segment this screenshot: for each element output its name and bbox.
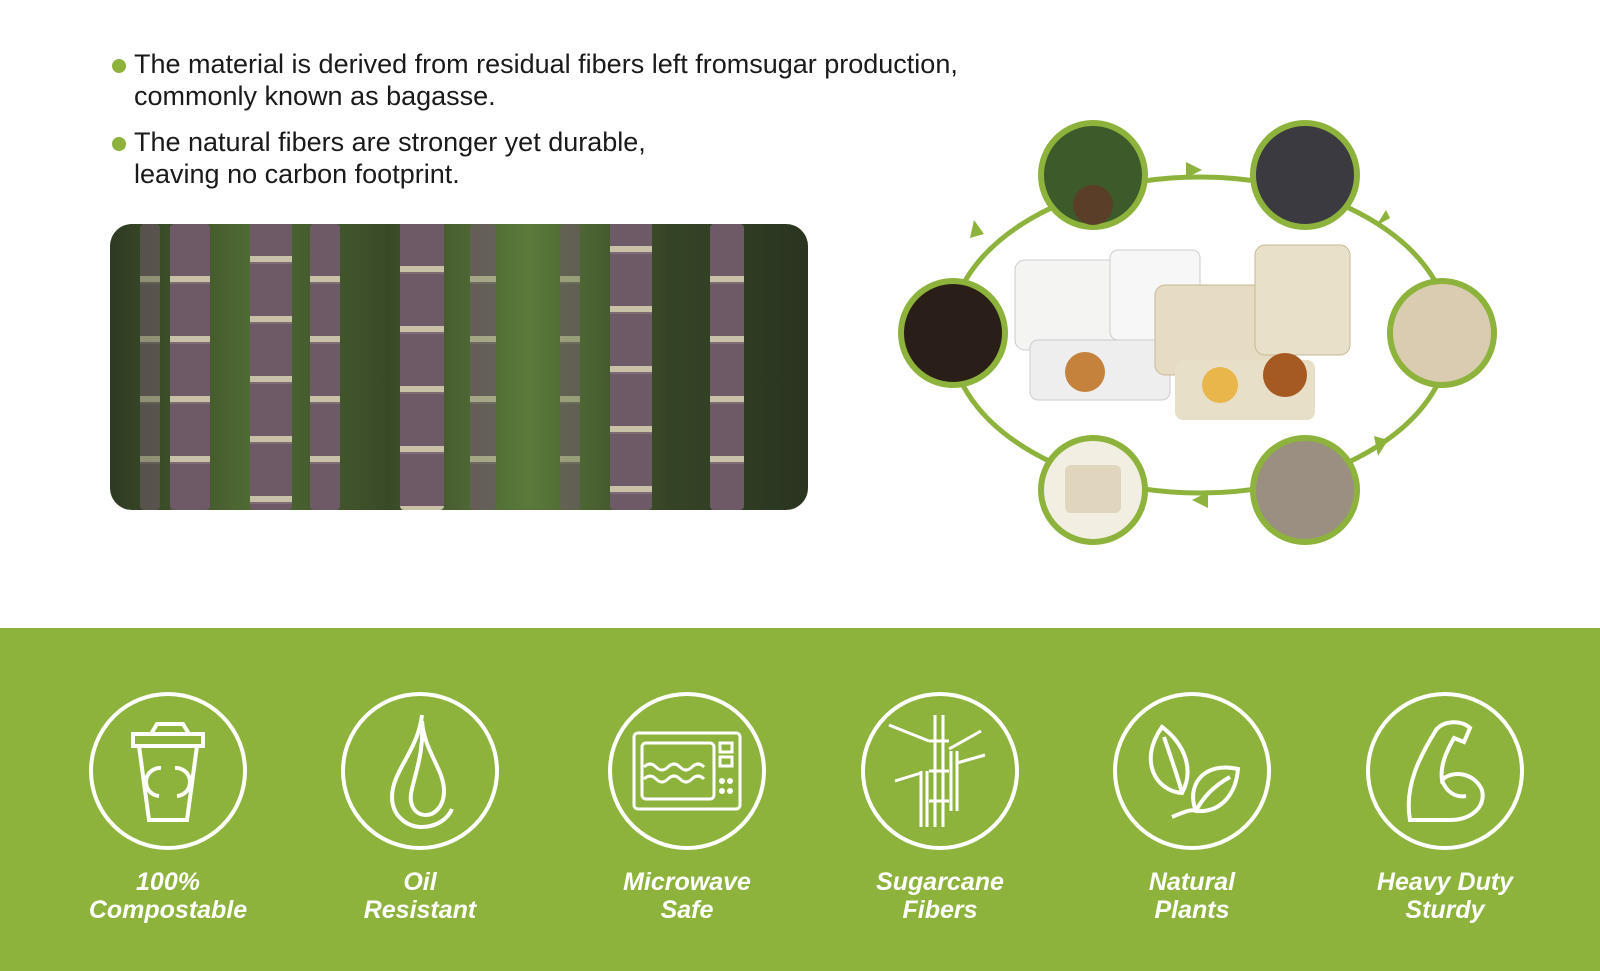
feature-label: Compostable [88,896,248,924]
oil-drop-icon [341,692,499,850]
compostable-cup-icon [89,692,247,850]
feature-bullets: The material is derived from residual fi… [112,48,1112,204]
bullet-text: commonly known as bagasse. [134,81,496,111]
bullet-dot-icon [112,59,126,73]
bullet-item: The material is derived from residual fi… [112,48,1112,112]
feature-label: Heavy Duty [1376,868,1514,896]
microwave-icon [608,692,766,850]
feature-label: Plants [1154,896,1230,924]
bullet-text: leaving no carbon footprint. [134,159,460,189]
feature-label: Oil [403,868,437,896]
food-containers-image [1014,244,1351,420]
lifecycle-diagram [898,120,1497,545]
cycle-stage-containers [1038,435,1148,545]
feature-label: Safe [660,896,714,924]
cycle-stage-sugarcane [1250,120,1360,230]
bullet-text: The material is derived from residual fi… [134,49,958,79]
bullet-item: The natural fibers are stronger yet dura… [112,126,1112,190]
feature-compostable: 100%Compostable [68,692,268,924]
cycle-stage-sprout [1038,120,1148,230]
feature-label: Sturdy [1405,896,1485,924]
feature-label: Microwave [623,868,751,896]
feature-label: Fibers [902,896,978,924]
feature-label: Sugarcane [876,868,1004,896]
feature-label: Natural [1148,868,1236,896]
sugarcane-icon [861,692,1019,850]
sugarcane-photo [110,224,808,510]
cycle-stage-soil [898,278,1008,388]
feature-label: Resistant [363,896,477,924]
bullet-dot-icon [112,137,126,151]
feature-label: 100% [136,868,200,896]
leaves-icon [1113,692,1271,850]
bullet-text: The natural fibers are stronger yet dura… [134,127,646,157]
cycle-stage-fibers [1387,278,1497,388]
features-band [0,628,1600,971]
muscle-arm-icon [1366,692,1524,850]
cycle-stage-pulp [1250,435,1360,545]
